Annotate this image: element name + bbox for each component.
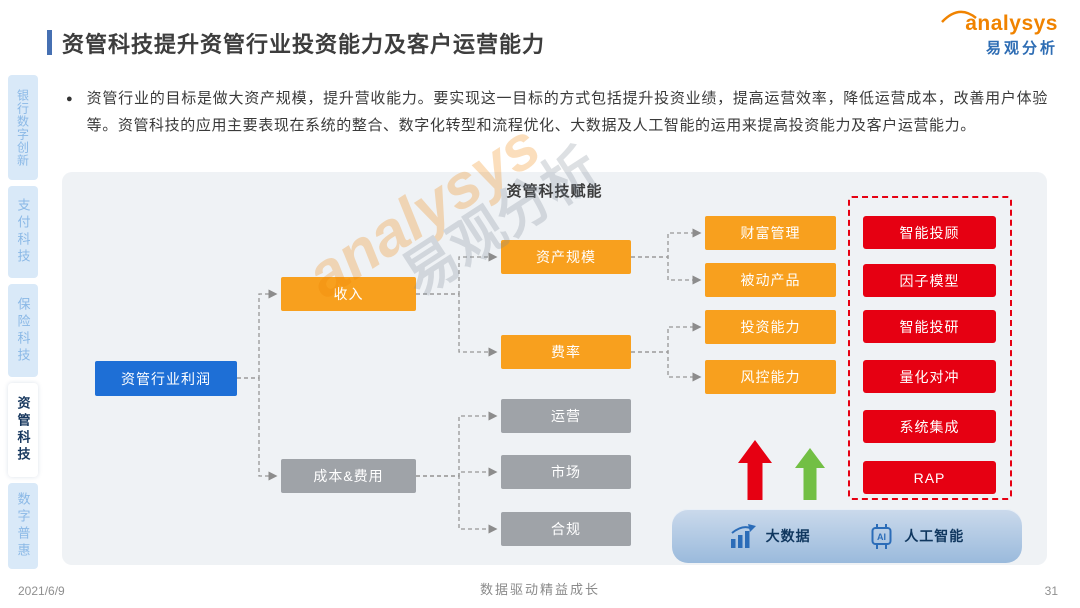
tech-item-quant-hedging: 量化对冲	[863, 360, 996, 393]
ai-chip-icon: AI	[871, 523, 892, 549]
tech-item-system-integration: 系统集成	[863, 410, 996, 443]
market-box: 市场	[501, 455, 631, 489]
intro-text: 资管行业的目标是做大资产规模，提升营收能力。要实现这一目标的方式包括提升投资业绩…	[86, 90, 1048, 134]
green-up-arrow-icon	[795, 448, 825, 500]
ai-label: 人工智能	[904, 528, 965, 544]
tech-item-factor-model: 因子模型	[863, 264, 996, 297]
diagram-panel: 资管科技赋能 资管行业利润	[62, 111, 1047, 565]
logo-subtitle: 易观分析	[985, 40, 1058, 57]
risk-control-box: 风控能力	[705, 360, 836, 394]
invest-ability-box: 投资能力	[705, 310, 836, 344]
fee-rate-box: 费率	[501, 335, 631, 369]
big-data-group: 大数据	[730, 523, 811, 549]
passive-product-box: 被动产品	[705, 263, 836, 297]
big-data-label: 大数据	[765, 528, 811, 544]
revenue-box: 收入	[281, 277, 416, 311]
sidebar-item-asset-management[interactable]: 资管科技	[8, 383, 38, 477]
sidebar-item-insurance[interactable]: 保险科技	[8, 284, 38, 377]
intro-block: ● 资管行业的目标是做大资产规模，提升营收能力。要实现这一目标的方式包括提升投资…	[66, 86, 1048, 139]
ai-group: AI 人工智能	[868, 523, 965, 549]
sidebar-item-banking-digital[interactable]: 银行数字创新	[8, 75, 38, 180]
cost-box: 成本&费用	[281, 459, 416, 493]
svg-text:AI: AI	[877, 532, 886, 542]
compliance-box: 合规	[501, 512, 631, 546]
tech-item-smart-research: 智能投研	[863, 310, 996, 343]
bullet-icon: ●	[66, 93, 73, 105]
page-number: 31	[1044, 584, 1058, 598]
red-up-arrow-icon	[738, 440, 772, 500]
logo-swoosh-icon	[941, 10, 977, 23]
diagram-title: 资管科技赋能	[506, 183, 603, 200]
bottom-capability-bar: 大数据 AI 人工智能	[672, 509, 1022, 563]
page-title: 资管科技提升资管行业投资能力及客户运营能力	[62, 32, 546, 57]
connector-lines	[237, 228, 702, 534]
tech-item-rap: RAP	[863, 461, 996, 494]
sidebar-item-payment[interactable]: 支付科技	[8, 186, 38, 278]
tech-item-smart-advisor: 智能投顾	[863, 216, 996, 249]
wealth-mgmt-box: 财富管理	[705, 216, 836, 250]
tech-list-frame	[848, 196, 1012, 500]
bar-chart-icon	[730, 523, 756, 548]
asset-scale-box: 资产规模	[501, 240, 631, 274]
analysys-logo: analysys 易观分析	[938, 10, 1058, 58]
footer-slogan: 数据驱动精益成长	[479, 582, 600, 597]
profit-box: 资管行业利润	[95, 361, 237, 396]
logo-brand: analysys	[965, 12, 1058, 35]
footer-date: 2021/6/9	[18, 584, 65, 598]
title-accent-bar	[47, 30, 52, 55]
sidebar-item-digital-inclusive[interactable]: 数字普惠	[8, 483, 38, 569]
operations-box: 运营	[501, 399, 631, 433]
